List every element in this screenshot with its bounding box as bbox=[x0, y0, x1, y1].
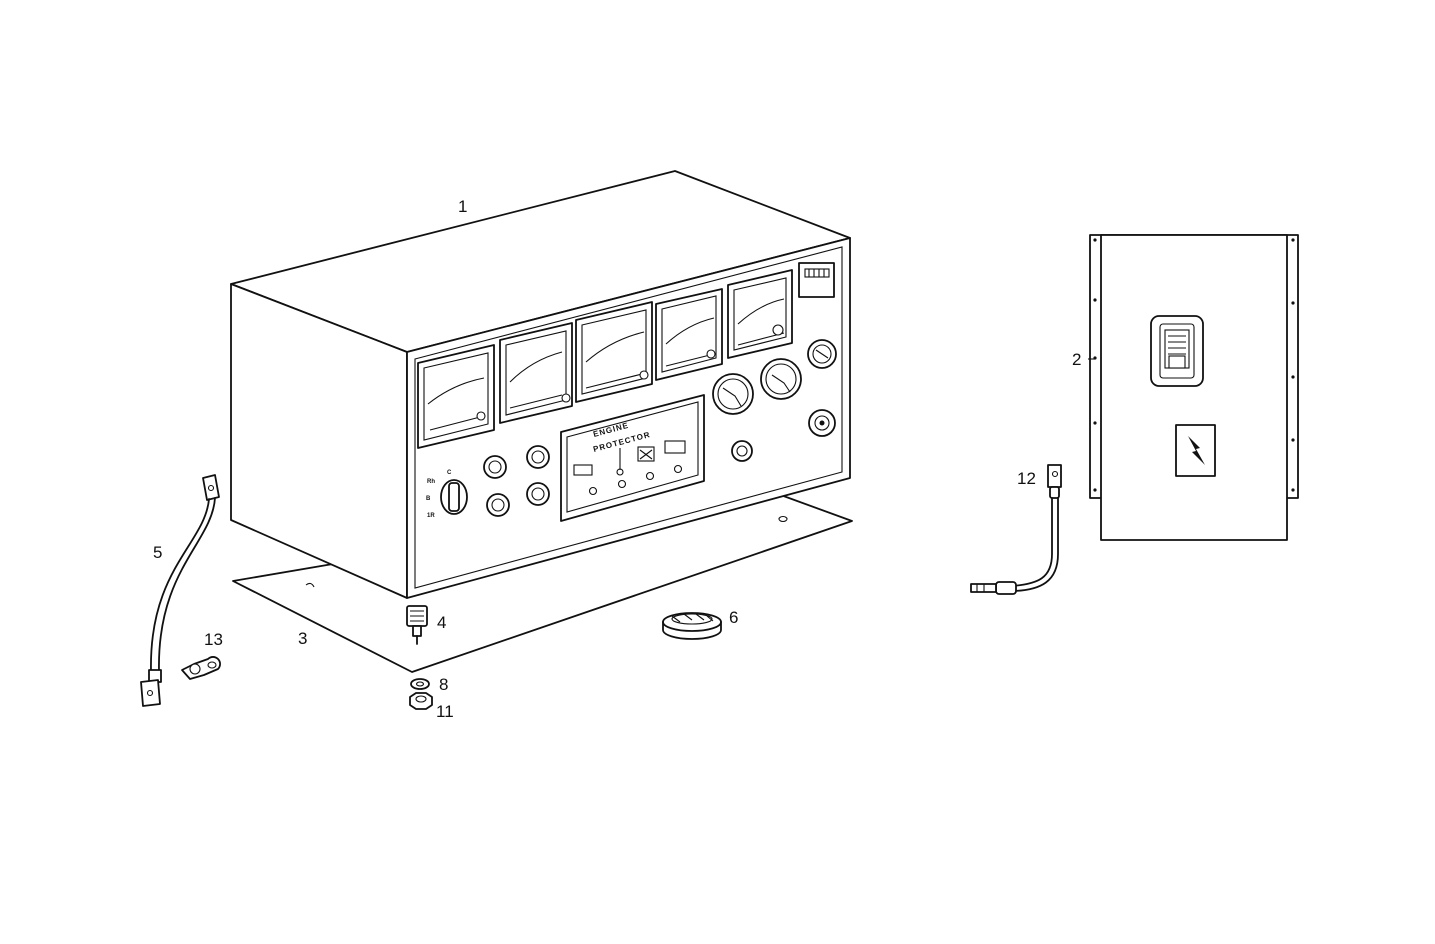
callout-4: 4 bbox=[437, 613, 446, 632]
meter-3 bbox=[575, 301, 653, 403]
round-gauge-right bbox=[760, 358, 802, 400]
door-hinge-holes bbox=[1093, 238, 1295, 492]
callout-11: 11 bbox=[436, 702, 454, 721]
meter-1 bbox=[417, 344, 495, 449]
door-lock-handle bbox=[1150, 315, 1204, 387]
selector-mark-1r: 1R bbox=[427, 513, 435, 519]
callout-12: 12 bbox=[1017, 469, 1036, 488]
hour-counter bbox=[798, 262, 835, 298]
meter-4 bbox=[655, 288, 723, 381]
meter-5 bbox=[727, 269, 793, 359]
rubber-grommet bbox=[662, 612, 722, 640]
callout-5: 5 bbox=[153, 543, 162, 562]
indicator-lamp bbox=[808, 409, 836, 437]
nut bbox=[409, 692, 433, 710]
selector-mark-c: C bbox=[447, 470, 452, 476]
anti-vibration-mount bbox=[406, 605, 428, 645]
engine-protector-panel: ENGINE PROTECTOR bbox=[560, 394, 705, 522]
adjust-dial bbox=[807, 339, 837, 369]
ground-cable-2 bbox=[970, 464, 1062, 595]
selector-mark-rh: Rh bbox=[427, 479, 435, 485]
callout-6: 6 bbox=[729, 608, 738, 627]
round-gauge-left bbox=[712, 373, 754, 415]
cable-clamp bbox=[181, 656, 221, 680]
callout-2: 2 bbox=[1072, 350, 1081, 369]
callout-8: 8 bbox=[439, 675, 448, 694]
ground-cable bbox=[140, 474, 220, 707]
washer bbox=[410, 678, 430, 690]
meter-2 bbox=[499, 322, 573, 424]
callout-1: 1 bbox=[458, 197, 467, 216]
callout-3: 3 bbox=[298, 629, 307, 648]
key-selector-switch: C Rh B 1R bbox=[426, 470, 468, 519]
high-voltage-warning-icon bbox=[1175, 424, 1216, 477]
cabinet-door bbox=[1089, 234, 1299, 541]
callout-13: 13 bbox=[204, 630, 223, 649]
selector-mark-b: B bbox=[426, 496, 431, 502]
pushbuttons bbox=[483, 440, 753, 517]
